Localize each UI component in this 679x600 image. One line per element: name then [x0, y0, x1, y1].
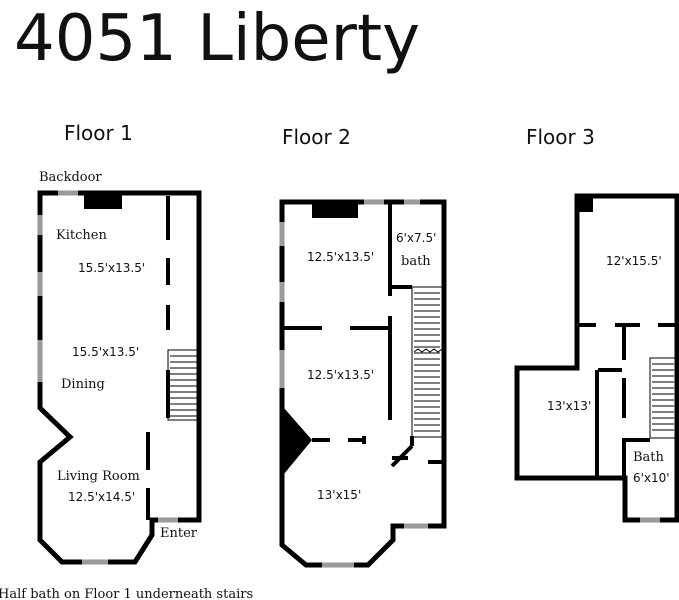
floor-3-stairs [652, 363, 674, 431]
bedroom-rear-dims: 13'x15' [317, 488, 361, 502]
floor-2-plan: 12.5'x13.5' 6'x7.5' bath 12.5'x13.5' 13'… [279, 199, 447, 568]
bath-3-dims: 6'x10' [633, 471, 670, 485]
floor-3-plan: 12'x15.5' 13'x13' Bath 6'x10' [514, 193, 679, 523]
bath-3-label: Bath [633, 450, 665, 465]
kitchen-label: Kitchen [56, 228, 107, 243]
living-room-label: Living Room [57, 469, 140, 484]
floor-1-label: Floor 1 [64, 121, 133, 145]
floor-3-label: Floor 3 [526, 125, 595, 149]
floor-2-label: Floor 2 [282, 125, 351, 149]
dining-label: Dining [61, 377, 105, 392]
page-title: 4051 Liberty [14, 2, 420, 76]
stair-break-mark [413, 348, 443, 353]
bedroom-3-front-dims: 12'x15.5' [606, 254, 662, 268]
bedroom-3-rear-dims: 13'x13' [547, 399, 591, 413]
backdoor-label: Backdoor [39, 170, 102, 185]
bath-2-dims: 6'x7.5' [396, 231, 436, 245]
bath-2-label: bath [401, 254, 431, 269]
footnote: Half bath on Floor 1 underneath stairs [0, 587, 253, 600]
enter-label: Enter [160, 526, 198, 541]
kitchen-dims: 15.5'x13.5' [78, 261, 145, 275]
floor-1-plan: Backdoor Kitchen 15.5'x13.5' 15.5'x13.5'… [37, 170, 202, 565]
dining-dims: 15.5'x13.5' [72, 345, 139, 359]
floor-2-stairs [414, 292, 440, 432]
bedroom-middle-dims: 12.5'x13.5' [307, 368, 374, 382]
floor-1-stairs [170, 355, 197, 417]
living-room-dims: 12.5'x14.5' [68, 490, 135, 504]
bedroom-front-dims: 12.5'x13.5' [307, 250, 374, 264]
